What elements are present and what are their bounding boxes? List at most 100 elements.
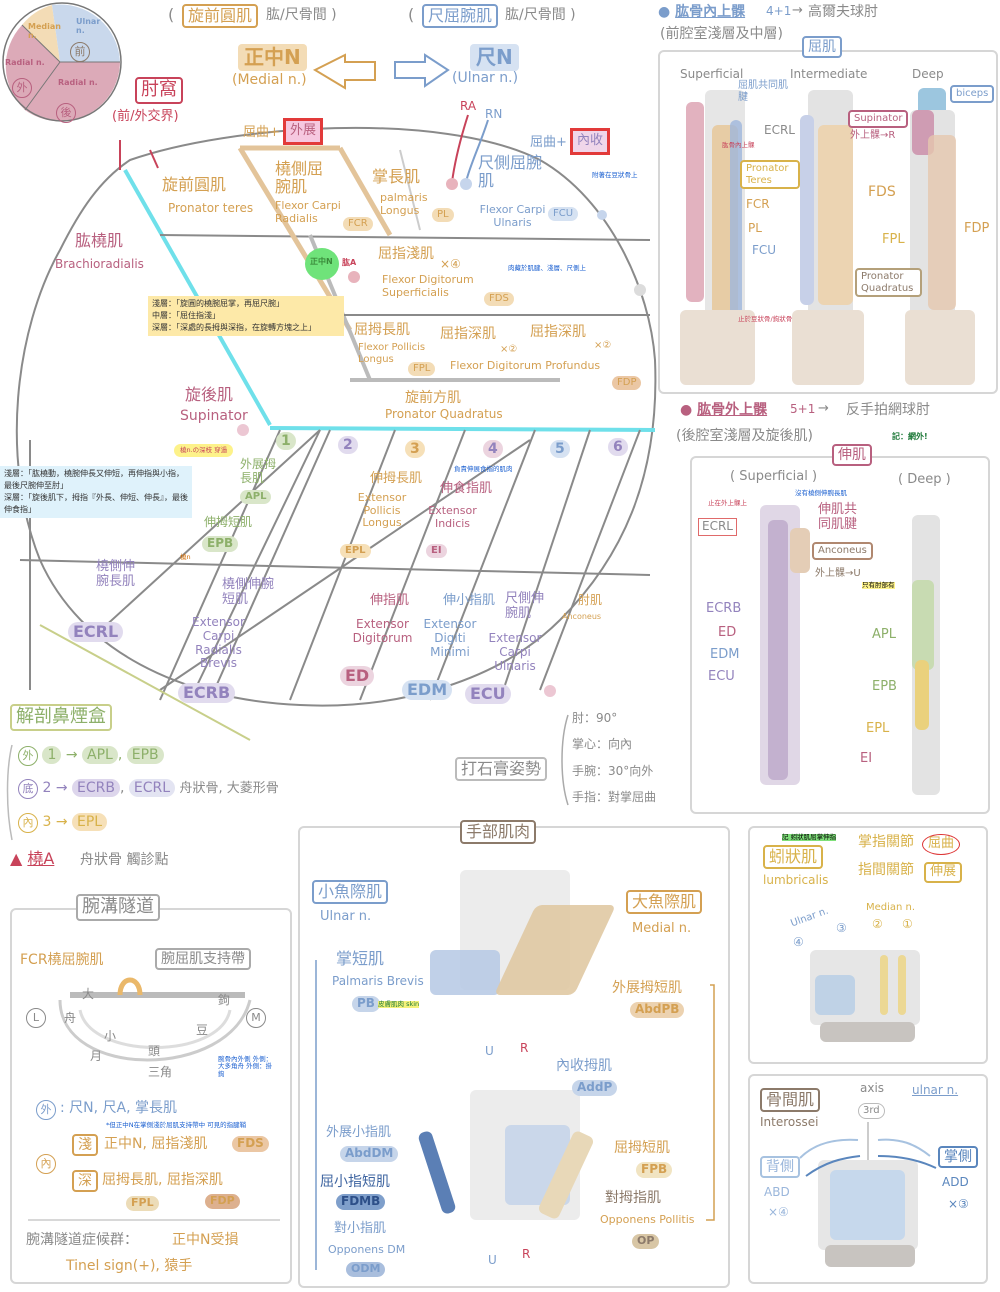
lumbricals-panel bbox=[748, 826, 988, 1064]
pl-badge: PL bbox=[432, 208, 454, 222]
ecu-zh: 尺側伸腕肌 bbox=[505, 591, 545, 621]
pb-zh: 掌短肌 bbox=[336, 949, 385, 968]
cast-palm: 掌心：向內 bbox=[572, 737, 633, 751]
cast-title: 打石膏姿勢 bbox=[455, 757, 548, 782]
intermediate-heading: Intermediate bbox=[790, 67, 868, 81]
fds-badge: FDS bbox=[232, 1136, 269, 1152]
compartment-2: 2 bbox=[338, 436, 358, 455]
hand-bones bbox=[680, 310, 755, 385]
outer-mark: 外 bbox=[36, 1100, 56, 1120]
forearm-cross-section bbox=[15, 126, 657, 741]
palpation-point: 舟狀骨 觸診點 bbox=[80, 852, 169, 868]
ecrl-badge: ECRL bbox=[68, 622, 124, 643]
count: 5+1 bbox=[790, 402, 816, 416]
count: 4+1 bbox=[766, 4, 792, 18]
medial-marker: M bbox=[246, 1008, 266, 1028]
label-ei: EI bbox=[860, 751, 873, 766]
shallow-mark: 淺 bbox=[72, 1134, 98, 1157]
anconeus-shape bbox=[790, 528, 810, 573]
trapezoid-label: 小 bbox=[104, 1029, 117, 1043]
supinator-note: 外上髁→R bbox=[850, 130, 896, 141]
brachial-artery-label: 肱A bbox=[342, 258, 357, 267]
edm-badge: EDM bbox=[402, 680, 453, 701]
pie-median-label: Median n. bbox=[28, 22, 61, 41]
compartment-1: 1 bbox=[276, 432, 296, 451]
text: 「深處的長拇與深指，在旋轉方塊之上」 bbox=[176, 323, 316, 332]
shallow-contents: 正中N, 屈指淺肌 bbox=[104, 1136, 208, 1152]
mcp-flexion: 屈曲 bbox=[922, 834, 961, 855]
carpal-bones bbox=[825, 1245, 915, 1267]
fpl-en: Flexor Pollicis Longus bbox=[358, 342, 426, 365]
epb-badge: EPB bbox=[202, 536, 239, 552]
label-fdp: FDP bbox=[964, 221, 990, 236]
supinator-zh: 旋後肌 bbox=[185, 385, 234, 404]
fdp-badge: FDP bbox=[612, 376, 642, 390]
text: 「旋後肌下，拇指『外長、伸短、伸長』，最後伸食指」 bbox=[4, 493, 188, 514]
arrow: → bbox=[818, 401, 829, 416]
radial-nerve-note: 橈n.の深枝 穿過 bbox=[174, 444, 234, 458]
label-fcu: FCU bbox=[752, 243, 777, 257]
origin-text: 肱/尺骨間 ) bbox=[266, 7, 337, 23]
brachioradialis-zh: 肱橈肌 bbox=[75, 231, 124, 250]
title-text: 肱骨內上髁 bbox=[675, 4, 746, 20]
abduction-label: ABD bbox=[764, 1185, 790, 1199]
row-number: 1 bbox=[42, 746, 62, 764]
snuffbox-row-1: 外 1 → APL, EPB bbox=[18, 746, 164, 766]
ei-badge: EI bbox=[426, 544, 447, 558]
ulnar-nerve-en: (Ulnar n.) bbox=[452, 70, 519, 86]
abddm-zh: 外展小指肌 bbox=[326, 1125, 392, 1140]
superficial-heading: ( Superficial ) bbox=[730, 469, 818, 484]
common-flexor-tendon: 屈肌共同肌腱 bbox=[738, 80, 788, 103]
op-zh: 對拇指肌 bbox=[605, 1190, 661, 1206]
origin-text: 肱/尺骨間 ) bbox=[505, 7, 576, 23]
syndrome-label: 腕溝隧道症候群： bbox=[26, 1232, 138, 1248]
ecu-en: Extensor Carpi Ulnaris bbox=[488, 631, 542, 673]
ulnar-lumbricals-shape bbox=[815, 975, 855, 1015]
fcu-note: 附著在豆狀骨上 bbox=[592, 171, 638, 179]
interossei-en: Interossei bbox=[760, 1115, 819, 1129]
label-fpl: FPL bbox=[882, 232, 905, 247]
median-lumbrical-shape bbox=[898, 955, 906, 1015]
arrow: → bbox=[55, 780, 68, 796]
label-fcr: FCR bbox=[746, 197, 770, 211]
ulna-label: U bbox=[485, 1044, 494, 1058]
layer: 淺層： bbox=[4, 469, 28, 478]
op-badge: OP bbox=[632, 1234, 660, 1249]
epl-badge: EPL bbox=[72, 813, 108, 831]
fpb-zh: 屈拇短肌 bbox=[614, 1140, 670, 1156]
lumbricals-tiny-note: 記 蚓狀肌屈掌伸指 bbox=[782, 833, 837, 842]
deep-heading: ( Deep ) bbox=[898, 472, 951, 487]
mnemonic-line: 中層：「屈住指淺」 bbox=[152, 310, 340, 322]
fds-count: ×④ bbox=[440, 257, 461, 271]
compartment-5: 5 bbox=[550, 440, 570, 459]
ecrb-badge: ECRB bbox=[178, 683, 236, 704]
label-ecu: ECU bbox=[708, 669, 735, 684]
fdp-zh-2: 屈指深肌 bbox=[530, 324, 586, 340]
snuffbox-title: 解剖鼻煙盒 bbox=[10, 704, 112, 731]
trapezium-label: 大 bbox=[82, 987, 95, 1001]
supinator-en: Supinator bbox=[180, 408, 248, 424]
pronator-teres-zh: 旋前圓肌 bbox=[162, 175, 227, 194]
deep-heading: Deep bbox=[912, 67, 944, 81]
median-nerve-label: 正中N bbox=[238, 44, 307, 71]
radial-nerve-dot-label: 橈n bbox=[180, 553, 191, 561]
blue-note: *但正中N在掌側淺於屈肌支持帶中 可見的指腱鞘 bbox=[106, 1121, 247, 1129]
compartment-3: 3 bbox=[405, 440, 425, 459]
palmaris-brevis-shape bbox=[430, 950, 500, 995]
ed-zh: 伸指肌 bbox=[370, 593, 410, 608]
ecrb-badge: ECRB bbox=[72, 779, 120, 797]
text: 「屈住指淺」 bbox=[176, 311, 220, 320]
layer: 中層： bbox=[152, 311, 176, 320]
cubital-fossa-title: 肘窩 bbox=[135, 77, 183, 104]
layer: 淺層： bbox=[152, 299, 176, 308]
edm-zh: 伸小指肌 bbox=[443, 593, 496, 608]
ecrl-badge: ECRL bbox=[128, 779, 176, 797]
palmar-interossei-label: 掌側 bbox=[938, 1146, 978, 1169]
deep-mark: 深 bbox=[72, 1170, 98, 1193]
ulnar-nerve-label: 尺N bbox=[470, 44, 519, 71]
fcu-shape bbox=[730, 120, 742, 320]
compartment-4: 4 bbox=[483, 440, 503, 459]
ecu-badge: ECU bbox=[465, 684, 511, 705]
palmar-count: ×③ bbox=[948, 1197, 969, 1211]
